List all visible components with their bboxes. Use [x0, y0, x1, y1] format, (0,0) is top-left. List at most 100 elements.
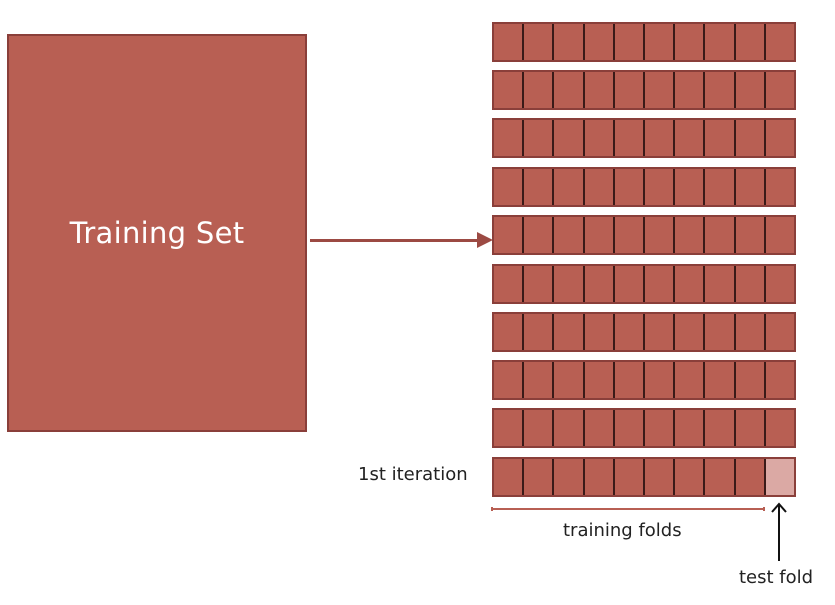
- fold-cell: [765, 314, 795, 350]
- fold-cell: [524, 314, 555, 350]
- fold-cell: [735, 72, 766, 108]
- fold-cell: [735, 24, 766, 60]
- fold-cell: [765, 169, 795, 205]
- fold-cell: [675, 314, 706, 350]
- fold-cell: [675, 217, 706, 253]
- fold-cell: [705, 410, 736, 446]
- fold-cell: [675, 410, 706, 446]
- fold-cell: [584, 459, 615, 495]
- training-folds-bracket: [491, 507, 765, 511]
- iteration-label: 1st iteration: [358, 464, 468, 485]
- fold-cell: [614, 459, 646, 495]
- fold-cell: [675, 72, 706, 108]
- fold-cell: [494, 459, 525, 495]
- fold-cell: [614, 217, 646, 253]
- fold-cell: [765, 24, 795, 60]
- fold-cell: [614, 314, 646, 350]
- fold-cell: [765, 266, 795, 302]
- test-fold-cell: [765, 459, 795, 495]
- fold-cell: [554, 362, 585, 398]
- fold-cell: [494, 410, 525, 446]
- fold-cell: [645, 266, 676, 302]
- fold-cell: [705, 24, 736, 60]
- fold-cell: [675, 24, 706, 60]
- fold-row: [492, 167, 796, 207]
- fold-cell: [494, 362, 525, 398]
- fold-cell: [645, 72, 676, 108]
- fold-cell: [675, 120, 706, 156]
- fold-row: [492, 118, 796, 158]
- fold-cell: [645, 217, 676, 253]
- fold-cell: [765, 120, 795, 156]
- fold-cell: [735, 169, 766, 205]
- training-set-block: Training Set: [7, 34, 307, 432]
- fold-cell: [645, 410, 676, 446]
- fold-cell: [614, 120, 646, 156]
- fold-cell: [554, 24, 585, 60]
- fold-cell: [735, 266, 766, 302]
- fold-cell: [765, 217, 795, 253]
- fold-cell: [705, 459, 736, 495]
- arrow-line: [310, 239, 478, 242]
- fold-cell: [765, 362, 795, 398]
- fold-cell: [645, 169, 676, 205]
- fold-cell: [494, 314, 525, 350]
- fold-cell: [494, 169, 525, 205]
- fold-row: [492, 264, 796, 304]
- fold-cell: [705, 217, 736, 253]
- fold-cell: [584, 24, 615, 60]
- fold-cell: [524, 266, 555, 302]
- fold-cell: [494, 266, 525, 302]
- fold-cell: [584, 362, 615, 398]
- fold-row: [492, 408, 796, 448]
- fold-cell: [735, 410, 766, 446]
- training-set-label: Training Set: [69, 216, 245, 250]
- fold-cell: [645, 24, 676, 60]
- fold-row: [492, 457, 796, 497]
- fold-cell: [554, 459, 585, 495]
- fold-cell: [675, 362, 706, 398]
- fold-cell: [584, 217, 615, 253]
- fold-cell: [524, 169, 555, 205]
- fold-cell: [554, 72, 585, 108]
- fold-cell: [735, 459, 766, 495]
- fold-row: [492, 22, 796, 62]
- test-fold-label: test fold: [739, 567, 814, 588]
- fold-cell: [765, 410, 795, 446]
- fold-row: [492, 70, 796, 110]
- fold-cell: [584, 314, 615, 350]
- fold-cell: [494, 217, 525, 253]
- fold-cell: [524, 120, 555, 156]
- fold-cell: [705, 120, 736, 156]
- fold-cell: [614, 169, 646, 205]
- fold-cell: [524, 24, 555, 60]
- fold-cell: [735, 314, 766, 350]
- fold-cell: [705, 362, 736, 398]
- fold-cell: [584, 410, 615, 446]
- fold-row: [492, 215, 796, 255]
- fold-row: [492, 312, 796, 352]
- fold-cell: [554, 120, 585, 156]
- fold-cell: [584, 120, 615, 156]
- fold-cell: [705, 314, 736, 350]
- fold-cell: [765, 72, 795, 108]
- fold-row: [492, 360, 796, 400]
- fold-cell: [705, 169, 736, 205]
- fold-cell: [735, 120, 766, 156]
- fold-cell: [584, 169, 615, 205]
- fold-cell: [675, 459, 706, 495]
- fold-cell: [554, 410, 585, 446]
- fold-cell: [614, 72, 646, 108]
- fold-cell: [524, 459, 555, 495]
- fold-cell: [554, 314, 585, 350]
- fold-cell: [524, 362, 555, 398]
- fold-cell: [494, 72, 525, 108]
- fold-cell: [645, 459, 676, 495]
- fold-cell: [735, 217, 766, 253]
- test-fold-arrow: [771, 502, 787, 561]
- fold-cell: [494, 120, 525, 156]
- fold-cell: [614, 266, 646, 302]
- fold-cell: [705, 266, 736, 302]
- fold-cell: [554, 169, 585, 205]
- fold-cell: [645, 362, 676, 398]
